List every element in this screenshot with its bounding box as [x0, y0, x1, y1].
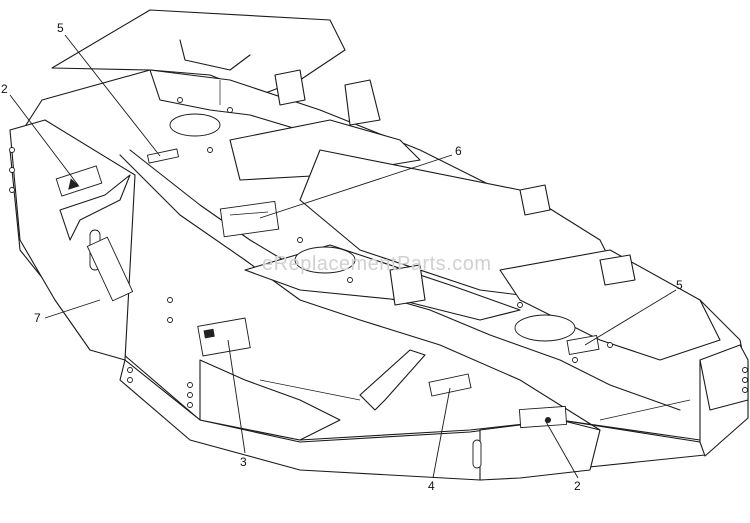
decal-3 — [197, 317, 251, 357]
leader-4 — [432, 387, 451, 479]
callout-7: 7 — [34, 311, 41, 325]
callout-6: 6 — [455, 144, 462, 158]
mower-deck-shell — [9, 9, 749, 481]
callout-3: 3 — [240, 455, 247, 469]
decal-4 — [428, 373, 472, 397]
decal-safety-left — [55, 165, 103, 197]
watermark: eReplacementParts.com — [262, 253, 491, 275]
decal-brand-7 — [86, 236, 134, 302]
callout-4: 4 — [428, 479, 435, 493]
decal-center-6 — [219, 200, 280, 238]
leader-7 — [44, 299, 101, 319]
leader-3 — [227, 339, 246, 454]
decal-top-5 — [146, 148, 180, 164]
callout-2-left: 2 — [1, 82, 8, 96]
leader-6 — [259, 154, 453, 219]
leader-5-right — [584, 289, 677, 346]
leader-lines — [9, 34, 677, 479]
decal-safety-right — [518, 405, 568, 429]
callout-5-right: 5 — [676, 278, 683, 292]
callout-2-right: 2 — [574, 479, 581, 493]
leader-5-top — [64, 34, 161, 157]
leader-2-left — [9, 94, 79, 186]
callout-5-top: 5 — [57, 21, 64, 35]
decal-right-5 — [566, 334, 600, 356]
leader-2-right — [544, 419, 579, 479]
